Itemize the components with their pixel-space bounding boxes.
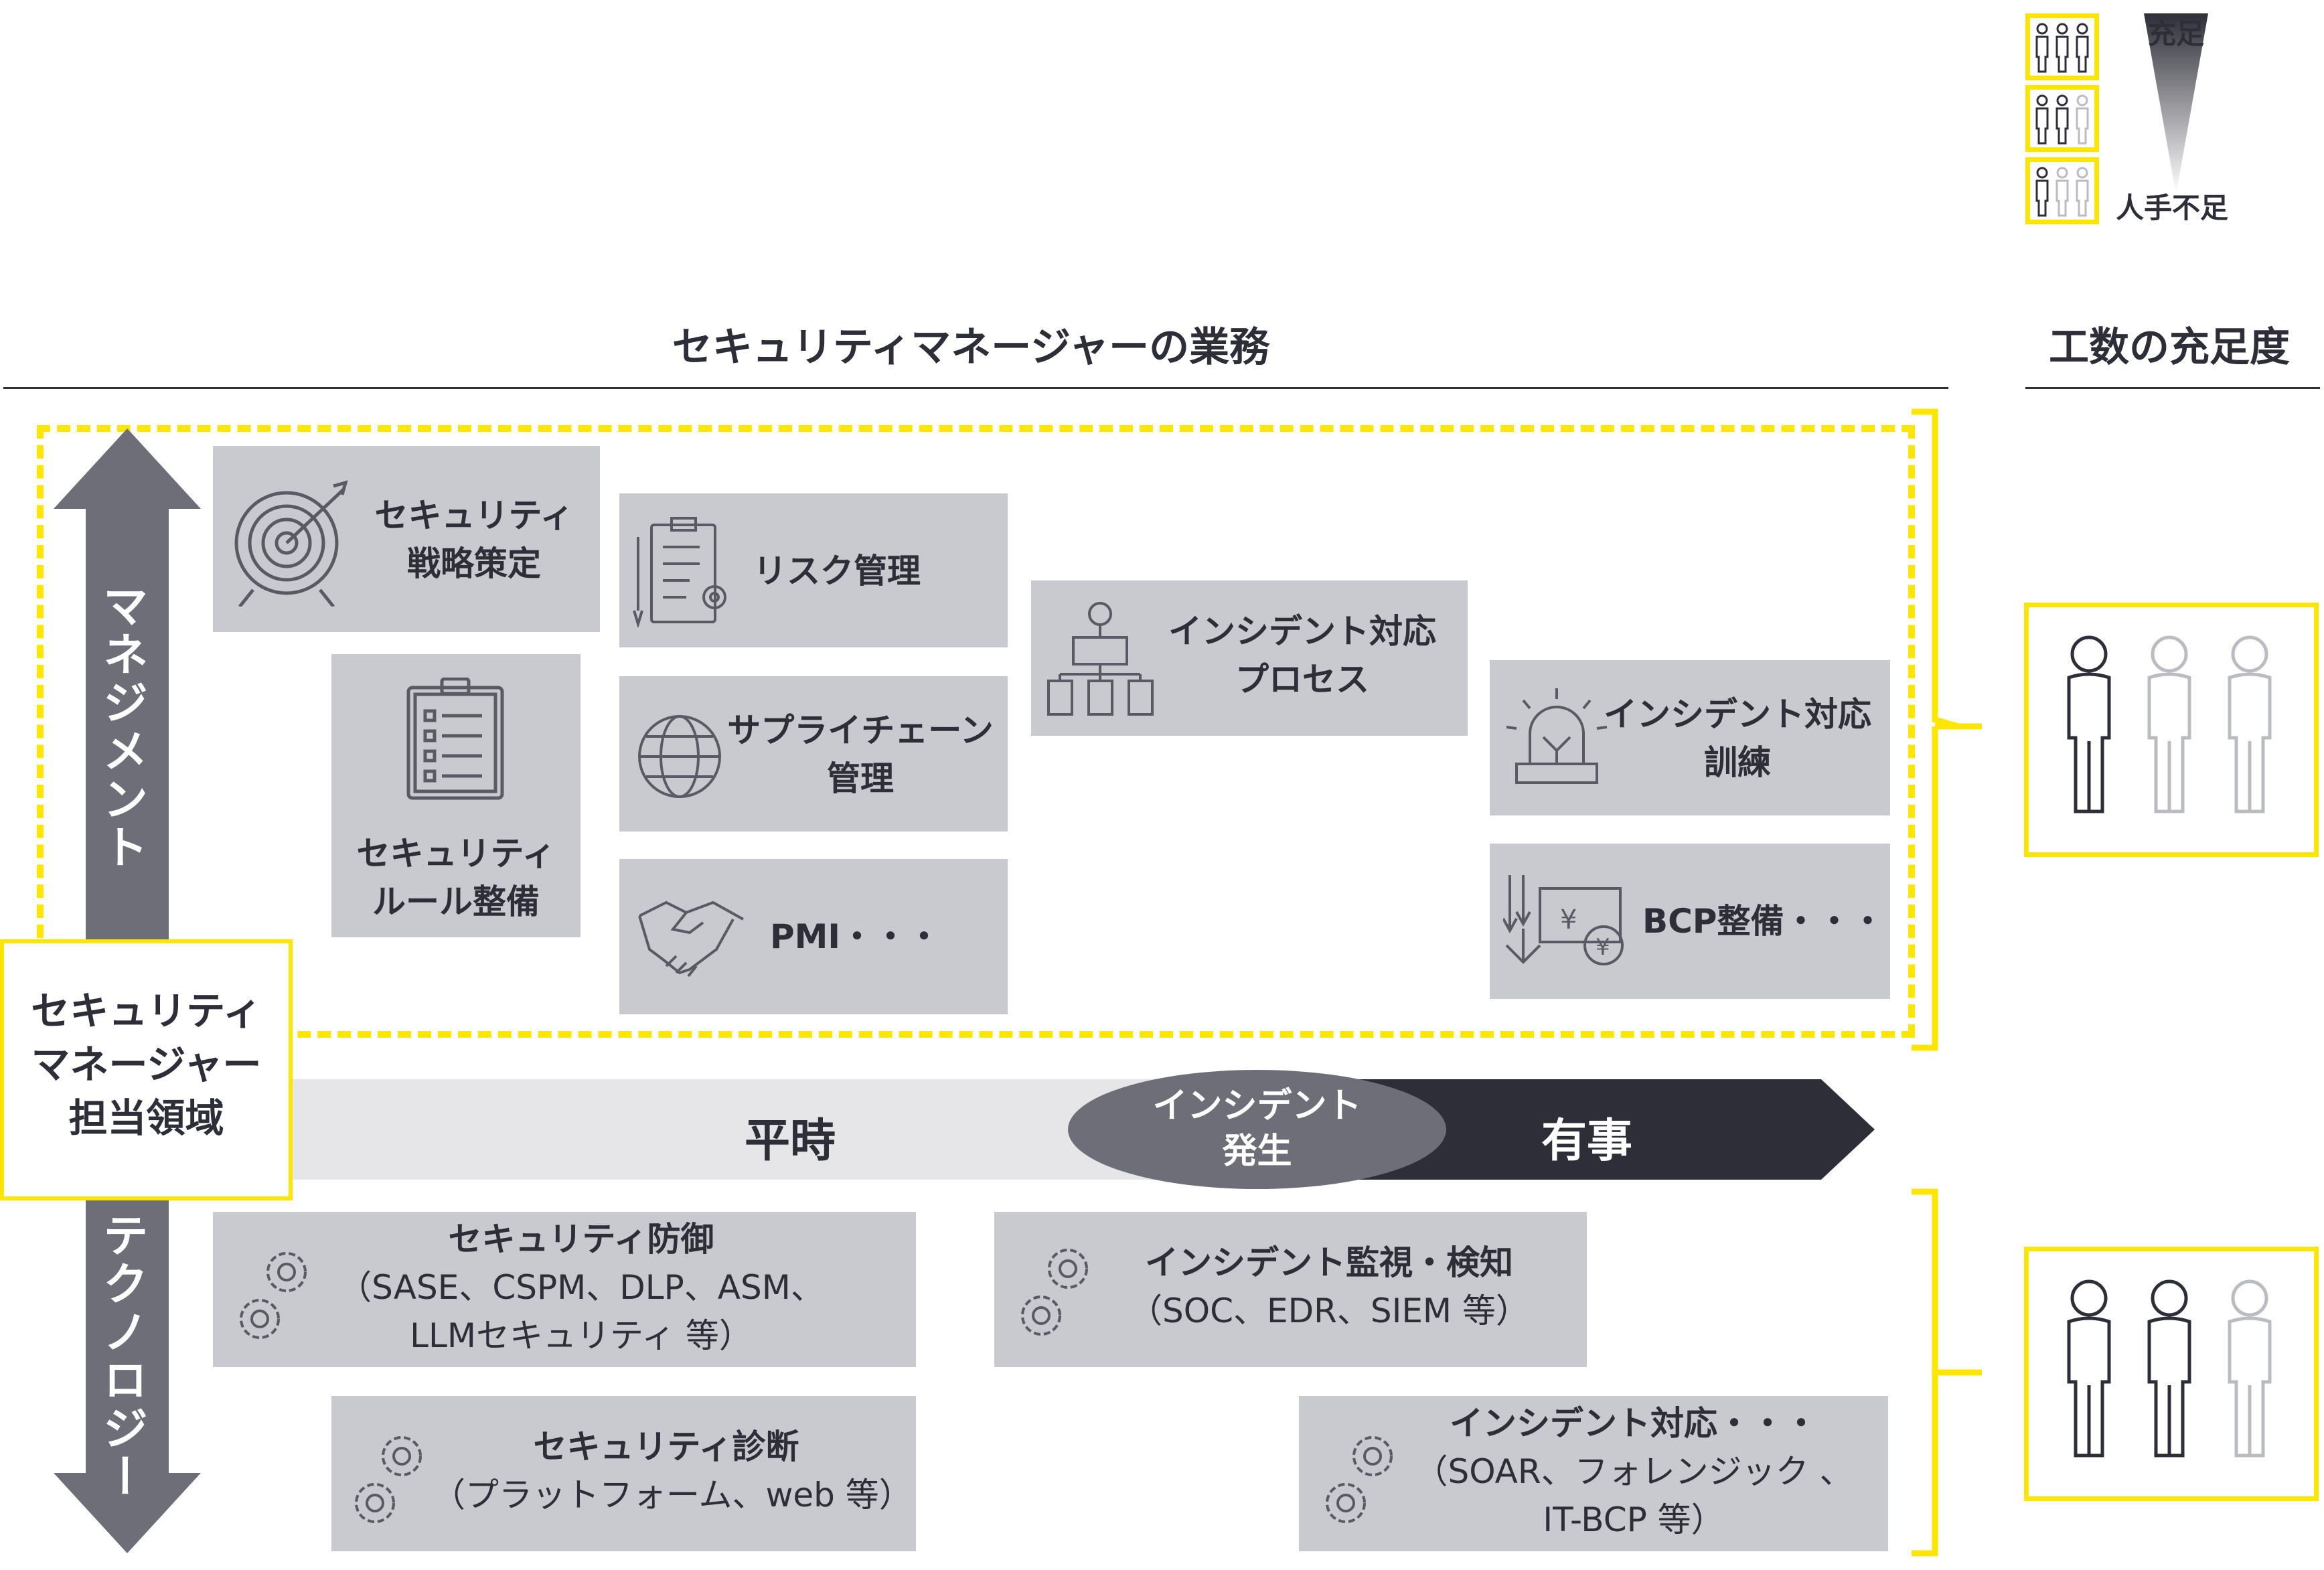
legend-box-low [2025, 157, 2099, 224]
side-heading: 工数の充足度 [2049, 324, 2290, 371]
defense-line3: LLMセキュリティ 等） [410, 1316, 753, 1355]
svg-text:¥: ¥ [1596, 934, 1610, 961]
management-staffing-box [2024, 603, 2319, 857]
clipboard-icon [406, 678, 504, 800]
task-incident-monitoring: インシデント監視・検知 （SOC、EDR、SIEM 等） [994, 1212, 1587, 1367]
cost-down-icon: ¥ ¥ [1503, 875, 1624, 965]
person-icon-group [2067, 635, 2272, 813]
main-heading-rule [3, 387, 1948, 389]
monitoring-line2: （SOC、EDR、SIEM 等） [1129, 1291, 1529, 1330]
defense-text: セキュリティ防御 （SASE、CSPM、DLP、ASM、 LLMセキュリティ 等… [313, 1215, 849, 1360]
task-security-strategy: セキュリティ 戦略策定 [213, 446, 600, 632]
incident-line1: インシデント [1152, 1086, 1362, 1126]
handshake-icon [638, 900, 744, 977]
training-text: インシデント対応 訓練 [1597, 690, 1878, 787]
task-incident-response: インシデント対応・・・ （SOAR、フォレンジック 、 IT-BCP 等） [1299, 1396, 1888, 1551]
rules-text: セキュリティ ルール整備 [331, 830, 580, 926]
monitoring-text: インシデント監視・検知 （SOC、EDR、SIEM 等） [1095, 1239, 1563, 1335]
response-line1: インシデント対応・・・ [1450, 1404, 1818, 1443]
side-heading-rule [2025, 387, 2320, 389]
legend-box-mid [2025, 85, 2099, 152]
gradient-wedge [2144, 13, 2208, 194]
defense-line2: （SASE、CSPM、DLP、ASM、 [338, 1268, 824, 1307]
target-icon [234, 480, 348, 607]
task-incident-training: インシデント対応 訓練 [1490, 660, 1890, 815]
incident-line2: 発生 [1222, 1131, 1292, 1172]
task-supply-chain: サプライチェーン 管理 [619, 676, 1008, 832]
rules-line2: ルール整備 [372, 882, 540, 921]
strategy-line2: 戦略策定 [407, 544, 541, 583]
training-line2: 訓練 [1704, 743, 1771, 782]
gears-icon [355, 1436, 422, 1523]
supply-text: サプライチェーン 管理 [726, 706, 994, 803]
supply-line1: サプライチェーン [727, 711, 994, 750]
task-security-defense: セキュリティ防御 （SASE、CSPM、DLP、ASM、 LLMセキュリティ 等… [213, 1212, 916, 1367]
emergency-label: 有事 [1541, 1115, 1632, 1168]
task-incident-process: インシデント対応 プロセス [1031, 580, 1468, 736]
training-line1: インシデント対応 [1604, 695, 1871, 734]
checklist-gear-icon [633, 517, 726, 627]
management-bracket [1912, 408, 1982, 1051]
risk-text: リスク管理 [753, 552, 921, 591]
diagnosis-text: セキュリティ診断 （プラットフォーム、web 等） [432, 1423, 913, 1519]
response-line3: IT-BCP 等） [1543, 1500, 1725, 1539]
management-region [37, 425, 1915, 1038]
process-line2: プロセス [1235, 660, 1369, 699]
legend-box-full [2025, 13, 2099, 80]
process-line1: インシデント対応 [1168, 612, 1436, 651]
alarm-light-icon [1506, 688, 1608, 784]
legend-bottom-label: 人手不足 [2116, 191, 2229, 224]
pmi-text: PMI・・・ [770, 917, 941, 956]
org-chart-icon [1047, 602, 1154, 716]
domain-box-text: セキュリティ マネージャー 担当領域 [0, 984, 293, 1145]
technology-bracket [1912, 1188, 1982, 1557]
person-icon-group [2035, 23, 2089, 73]
gears-icon [1021, 1249, 1088, 1336]
diagnosis-line1: セキュリティ診断 [533, 1427, 799, 1466]
globe-icon [638, 715, 721, 798]
person-icon-group [2035, 167, 2089, 217]
task-bcp: ¥ ¥ BCP整備・・・ [1490, 844, 1890, 999]
domain-line1: セキュリティ [31, 988, 262, 1034]
gears-icon [1326, 1436, 1393, 1523]
task-security-rules: セキュリティ ルール整備 [331, 654, 580, 937]
strategy-line1: セキュリティ [374, 496, 574, 535]
incident-label: インシデント 発生 [1068, 1083, 1446, 1174]
task-pmi: PMI・・・ [619, 859, 1008, 1014]
axis-down-label: テクノロジー [94, 1212, 147, 1501]
person-icon-group [2035, 94, 2089, 145]
process-text: インシデント対応 プロセス [1152, 607, 1453, 704]
incident-ellipse [1068, 1070, 1446, 1189]
strategy-text: セキュリティ 戦略策定 [367, 491, 581, 588]
response-line2: （SOAR、フォレンジック 、 [1414, 1452, 1853, 1491]
peacetime-label: 平時 [744, 1115, 836, 1168]
domain-line3: 担当領域 [68, 1095, 224, 1141]
gears-icon [240, 1252, 307, 1339]
technology-staffing-box [2024, 1247, 2319, 1501]
axis-up-label: マネジメント [94, 582, 147, 872]
task-risk-management: リスク管理 [619, 493, 1008, 647]
main-heading: セキュリティマネージャーの業務 [672, 324, 1270, 371]
domain-line2: マネージャー [31, 1042, 262, 1087]
response-text: インシデント対応・・・ （SOAR、フォレンジック 、 IT-BCP 等） [1399, 1399, 1868, 1544]
supply-line2: 管理 [827, 759, 894, 798]
task-security-diagnosis: セキュリティ診断 （プラットフォーム、web 等） [331, 1396, 916, 1551]
person-icon-group [2067, 1279, 2272, 1458]
monitoring-line1: インシデント監視・検知 [1145, 1243, 1513, 1282]
rules-line1: セキュリティ [356, 834, 556, 873]
emergency-arrow [1326, 1079, 1875, 1180]
bcp-text: BCP整備・・・ [1642, 902, 1885, 941]
defense-line1: セキュリティ防御 [448, 1220, 714, 1259]
svg-text:¥: ¥ [1560, 905, 1577, 935]
domain-box [0, 939, 293, 1200]
diagnosis-line2: （プラットフォーム、web 等） [432, 1476, 913, 1514]
legend: 充足 人手不足 [2022, 10, 2317, 231]
legend-top-label: 充足 [2148, 17, 2205, 50]
